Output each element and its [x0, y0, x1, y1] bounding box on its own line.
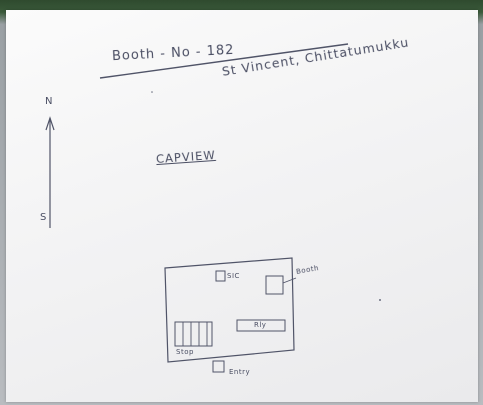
- compass-north-label: N: [45, 96, 53, 107]
- sketch-label-entry: Entry: [229, 368, 251, 376]
- compass-south-label: S: [40, 212, 47, 223]
- building-outline: [164, 257, 295, 363]
- compass-arrow-head: [45, 116, 55, 131]
- entry-marker: [212, 360, 225, 373]
- heading-underline: [99, 43, 349, 79]
- stairs-lines: [182, 322, 208, 346]
- notebook-page: [6, 10, 478, 402]
- sketch-label-stop: Stop: [176, 348, 194, 356]
- sketch-label-rly: Rly: [254, 321, 267, 329]
- ink-dot: [151, 91, 153, 93]
- room-marker: [215, 270, 226, 282]
- desk-marker: [236, 319, 286, 332]
- booth-pointer: [282, 277, 297, 284]
- sketch-label-sic: SIC: [227, 272, 240, 280]
- ink-dot: [379, 299, 381, 301]
- stairs-block: [174, 321, 213, 347]
- booth-marker: [265, 275, 284, 295]
